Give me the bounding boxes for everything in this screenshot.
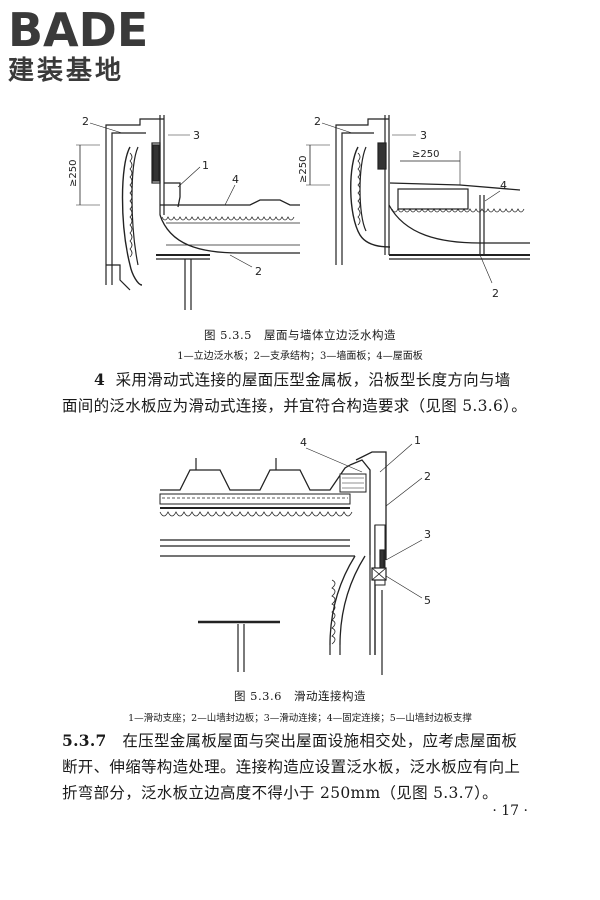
figure-5-3-6-legend: 1—滑动支座；2—山墙封边板；3—滑动连接；4—固定连接；5—山墙封边板支撑 bbox=[128, 713, 472, 724]
fig535-left-label-4: 4 bbox=[232, 173, 239, 186]
figure-5-3-5-left-detail bbox=[76, 115, 300, 310]
figure-5-3-6: 4 1 2 3 5 bbox=[150, 430, 450, 675]
figure-5-3-6-detail bbox=[159, 443, 423, 675]
paragraph-4-line-1: 采用滑动式连接的屋面压型金属板，沿板型长度方向与墙 bbox=[115, 371, 511, 389]
brand-logo: BADE bbox=[8, 3, 188, 58]
fig536-label-3: 3 bbox=[424, 528, 431, 541]
fig535-right-label-2b: 2 bbox=[492, 287, 499, 300]
logo-brand-text: BADE bbox=[8, 4, 148, 54]
fig535-right-label-3: 3 bbox=[420, 129, 427, 142]
fig535-right-dim-vertical: ≥250 bbox=[298, 156, 309, 183]
figure-5-3-5-right-detail bbox=[306, 115, 530, 284]
fig535-right-dim-horizontal: ≥250 bbox=[412, 149, 439, 160]
fig536-label-2: 2 bbox=[424, 470, 431, 483]
section-5-3-7-line-1: 在压型金属板屋面与突出屋面设施相交处，应考虑屋面板 bbox=[122, 732, 518, 750]
fig535-left-dim: ≥250 bbox=[68, 160, 79, 187]
section-5-3-7: 5.3.7 在压型金属板屋面与突出屋面设施相交处，应考虑屋面板 断开、伸缩等构造… bbox=[62, 728, 532, 806]
logo-subtitle: 建装基地 bbox=[8, 56, 125, 86]
fig535-left-label-3: 3 bbox=[193, 129, 200, 142]
fig536-label-1: 1 bbox=[414, 434, 421, 447]
fig535-right-label-4: 4 bbox=[500, 179, 507, 192]
fig535-left-label-2: 2 bbox=[82, 115, 89, 128]
section-5-3-7-line-2: 断开、伸缩等构造处理。连接构造应设置泛水板，泛水板应有向上 bbox=[62, 758, 521, 776]
paragraph-4-line-2: 面间的泛水板应为滑动式连接，并宜符合构造要求（见图 5.3.6）。 bbox=[62, 397, 528, 415]
section-5-3-7-number: 5.3.7 bbox=[62, 731, 107, 750]
fig536-label-4: 4 bbox=[300, 436, 307, 449]
figure-5-3-6-caption: 图 5.3.6 滑动连接构造 bbox=[234, 689, 366, 703]
figure-5-3-5: 2 3 1 4 2 ≥250 bbox=[60, 105, 540, 320]
page-number: · 17 · bbox=[492, 803, 528, 819]
fig535-left-label-2b: 2 bbox=[255, 265, 262, 278]
section-5-3-7-line-3: 折弯部分，泛水板立边高度不得小于 250mm（见图 5.3.7）。 bbox=[62, 784, 498, 802]
paragraph-4: 4 采用滑动式连接的屋面压型金属板，沿板型长度方向与墙 面间的泛水板应为滑动式连… bbox=[62, 367, 532, 419]
fig535-left-label-1: 1 bbox=[202, 159, 209, 172]
figure-5-3-5-legend: 1—立边泛水板；2—支承结构；3—墙面板；4—屋面板 bbox=[177, 351, 423, 362]
figure-5-3-5-caption: 图 5.3.5 屋面与墙体立边泛水构造 bbox=[204, 328, 396, 342]
fig535-right-label-2: 2 bbox=[314, 115, 321, 128]
paragraph-4-number: 4 bbox=[94, 370, 106, 389]
fig536-label-5: 5 bbox=[424, 594, 431, 607]
